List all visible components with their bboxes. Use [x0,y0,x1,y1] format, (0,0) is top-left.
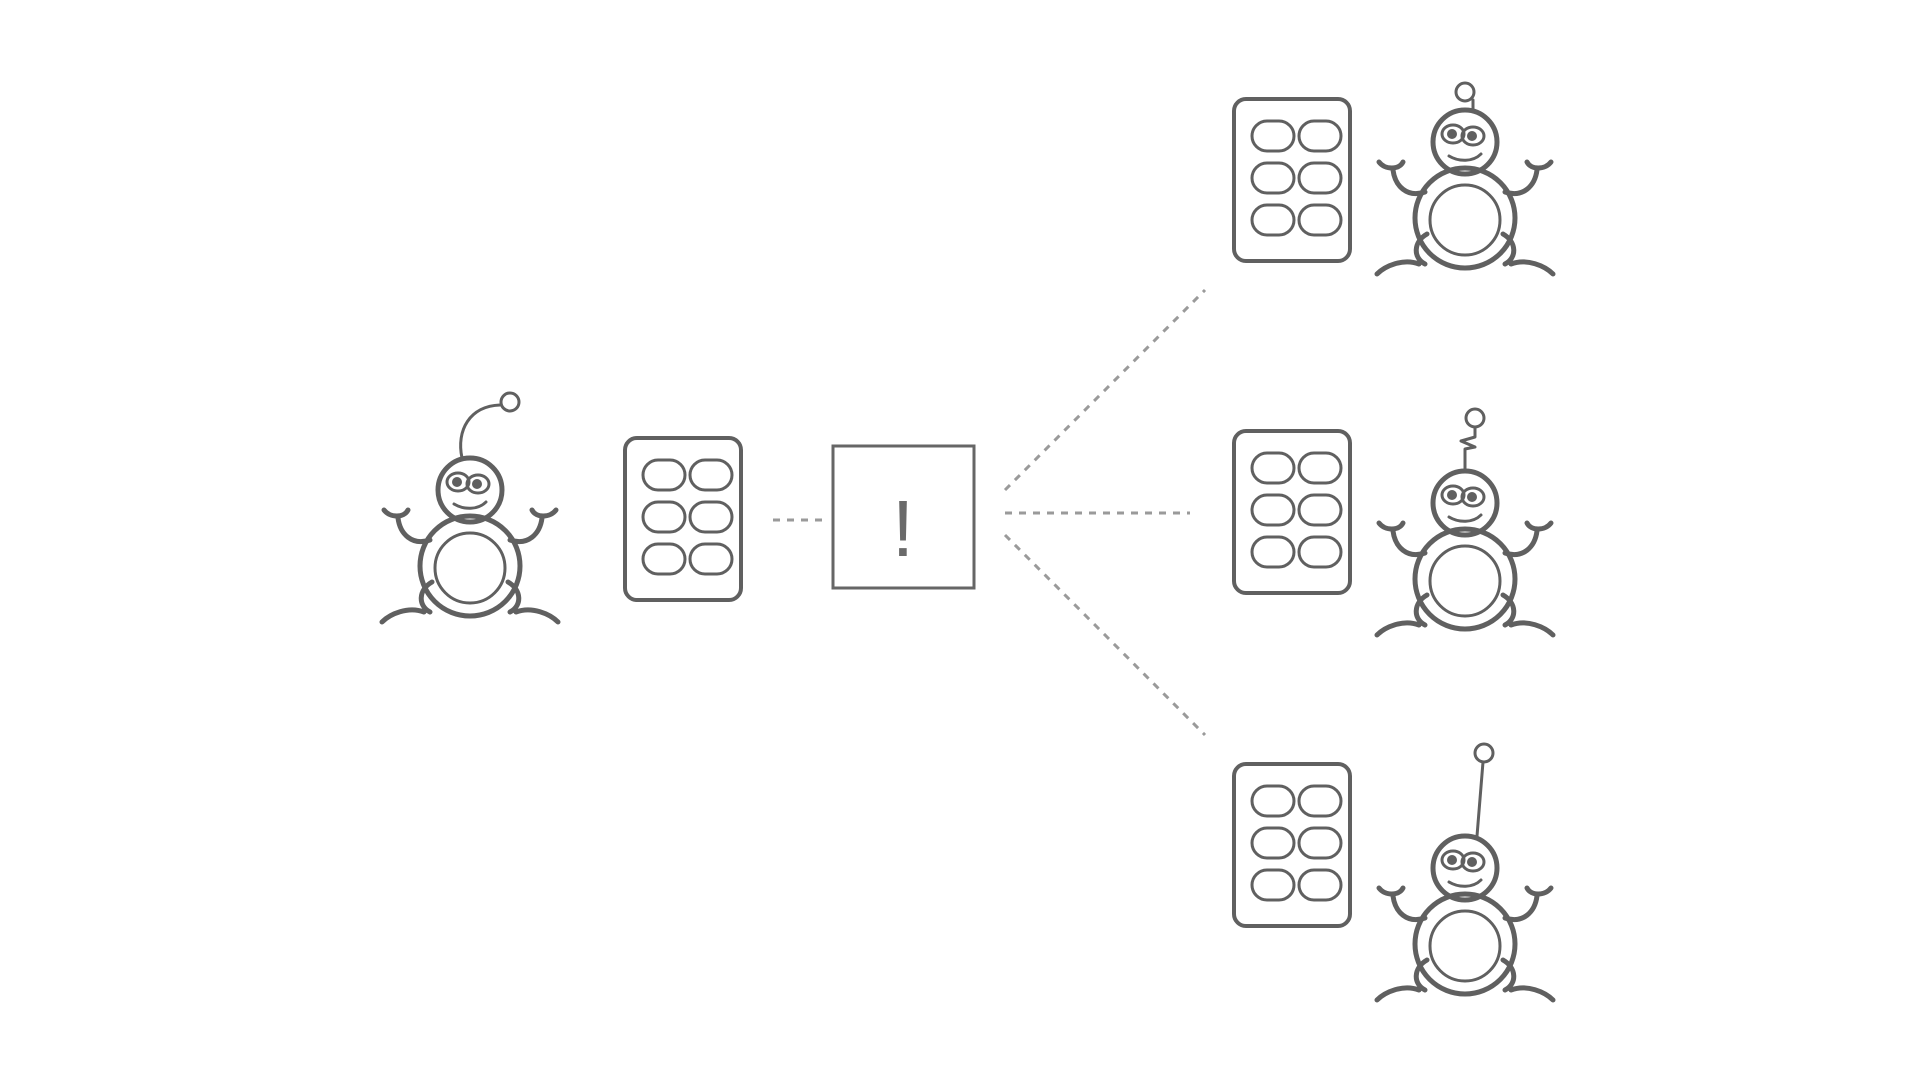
gene-card-icon [1232,97,1352,263]
connector-line [1003,533,1207,737]
robot-icon [1374,407,1556,638]
connector-line [1003,288,1207,492]
robot-icon [379,391,561,625]
robot-icon [1374,742,1556,1003]
connector-lines [773,288,1207,737]
event-symbol: ! [892,484,914,573]
gene-card-icon [1232,429,1352,595]
event-box: ! [831,444,976,590]
gene-card-icon [1232,762,1352,928]
robot-icon [1374,81,1556,277]
gene-card-icon [623,436,743,602]
figures [379,81,1556,1003]
